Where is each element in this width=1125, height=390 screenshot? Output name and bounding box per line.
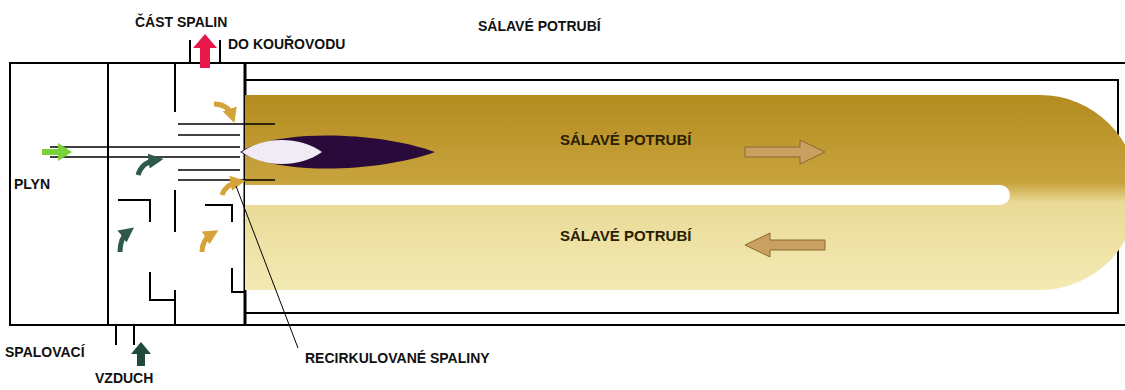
upper-tube-leg: SÁLAVÉ POTRUBÍ <box>245 95 1040 185</box>
tube-slot <box>245 185 1010 205</box>
diagram-title: SÁLAVÉ POTRUBÍ <box>478 18 601 34</box>
air-inlet <box>116 325 134 345</box>
gas-arrow <box>42 143 72 161</box>
partitions <box>118 200 245 300</box>
flow-arrows <box>120 104 238 252</box>
flue-label: DO KOUŘOVODU <box>228 36 345 52</box>
air-label: VZDUCH <box>95 370 153 386</box>
leader-line <box>236 186 298 348</box>
flame-core <box>242 140 322 164</box>
flow-arrow-right <box>745 140 825 164</box>
gas-label: PLYN <box>14 176 50 192</box>
air-label: SPALOVACÍ <box>5 344 85 360</box>
flow-arrow-left <box>745 233 825 257</box>
flame <box>240 135 435 168</box>
air-arrow <box>131 342 151 366</box>
flue-label: ČÁST SPALIN <box>135 14 227 30</box>
tube-label: SÁLAVÉ POTRUBÍ <box>560 131 691 149</box>
lower-tube-leg: SÁLAVÉ POTRUBÍ <box>245 205 1040 290</box>
callout-label: RECIRKULOVANÉ SPALINY <box>305 350 490 366</box>
u-tube <box>245 95 1125 290</box>
flue-arrow <box>193 34 217 68</box>
tube-label: SÁLAVÉ POTRUBÍ <box>560 227 691 245</box>
